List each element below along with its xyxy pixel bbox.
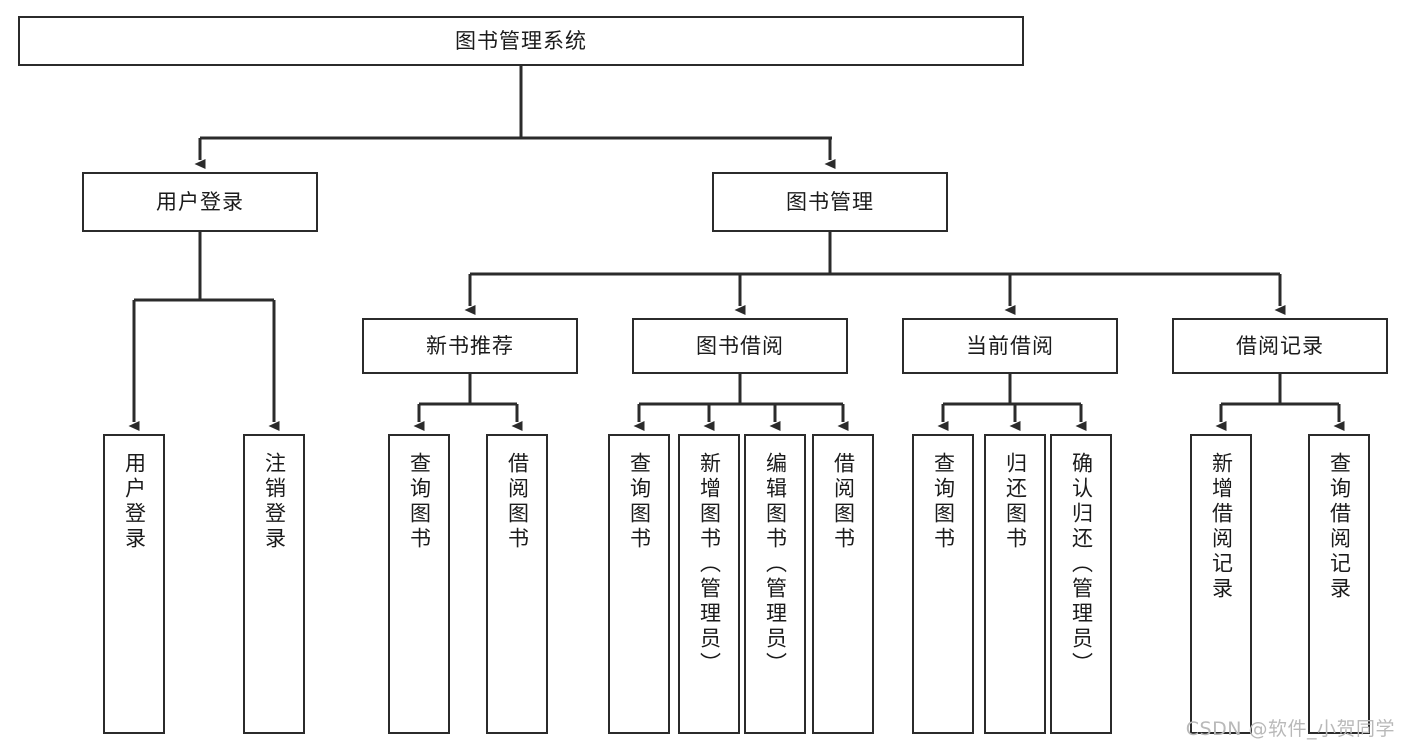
node-level2-current-borrow-label: 当前借阅	[966, 333, 1054, 358]
node-level1-user-login[interactable]: 用户登录	[82, 172, 318, 232]
node-root-label: 图书管理系统	[455, 28, 587, 53]
node-leaf-2[interactable]: 查询图书	[388, 434, 450, 734]
node-root[interactable]: 图书管理系统	[18, 16, 1024, 66]
node-level2-book-borrow[interactable]: 图书借阅	[632, 318, 848, 374]
node-leaf-11-label: 新增借阅记录	[1209, 452, 1234, 602]
node-level2-current-borrow[interactable]: 当前借阅	[902, 318, 1118, 374]
node-level2-borrow-records-label: 借阅记录	[1236, 333, 1324, 358]
node-leaf-8[interactable]: 查询图书	[912, 434, 974, 734]
node-leaf-11[interactable]: 新增借阅记录	[1190, 434, 1252, 734]
node-level2-book-borrow-label: 图书借阅	[696, 333, 784, 358]
node-leaf-10[interactable]: 确认归还（管理员）	[1050, 434, 1112, 734]
node-leaf-10-label: 确认归还（管理员）	[1069, 452, 1094, 677]
node-leaf-0-label: 用户登录	[122, 452, 147, 552]
node-leaf-1[interactable]: 注销登录	[243, 434, 305, 734]
node-leaf-0[interactable]: 用户登录	[103, 434, 165, 734]
node-level2-borrow-records[interactable]: 借阅记录	[1172, 318, 1388, 374]
node-level1-book-management[interactable]: 图书管理	[712, 172, 948, 232]
node-leaf-6-label: 编辑图书（管理员）	[763, 452, 788, 677]
node-level1-user-login-label: 用户登录	[156, 189, 244, 214]
node-leaf-12-label: 查询借阅记录	[1327, 452, 1352, 602]
node-leaf-5-label: 新增图书（管理员）	[697, 452, 722, 677]
node-level2-new-book-recommend-label: 新书推荐	[426, 333, 514, 358]
node-leaf-9-label: 归还图书	[1003, 452, 1028, 552]
node-leaf-9[interactable]: 归还图书	[984, 434, 1046, 734]
node-leaf-3[interactable]: 借阅图书	[486, 434, 548, 734]
node-leaf-12[interactable]: 查询借阅记录	[1308, 434, 1370, 734]
node-level1-book-management-label: 图书管理	[786, 189, 874, 214]
node-leaf-7-label: 借阅图书	[831, 452, 856, 552]
node-leaf-2-label: 查询图书	[407, 452, 432, 552]
node-leaf-6[interactable]: 编辑图书（管理员）	[744, 434, 806, 734]
node-leaf-4[interactable]: 查询图书	[608, 434, 670, 734]
csdn-watermark: CSDN @软件_小贺同学	[1185, 718, 1395, 740]
node-leaf-7[interactable]: 借阅图书	[812, 434, 874, 734]
node-leaf-3-label: 借阅图书	[505, 452, 530, 552]
node-leaf-8-label: 查询图书	[931, 452, 956, 552]
node-level2-new-book-recommend[interactable]: 新书推荐	[362, 318, 578, 374]
node-leaf-1-label: 注销登录	[262, 452, 287, 552]
node-leaf-5[interactable]: 新增图书（管理员）	[678, 434, 740, 734]
node-leaf-4-label: 查询图书	[627, 452, 652, 552]
